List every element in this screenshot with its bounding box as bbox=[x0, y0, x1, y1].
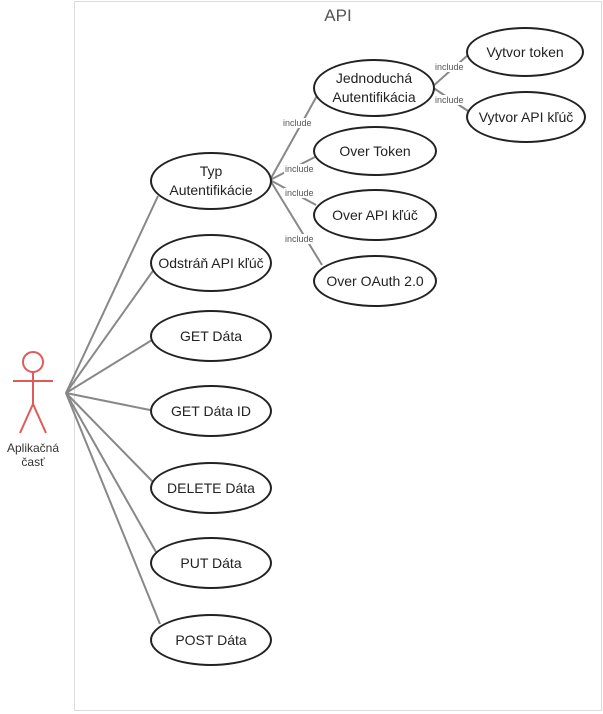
association-put-data bbox=[65, 392, 157, 553]
include-label: include bbox=[434, 62, 465, 72]
use-case-put-data[interactable]: PUT Dáta bbox=[150, 537, 272, 589]
use-case-get-data-id[interactable]: GET Dáta ID bbox=[150, 385, 272, 437]
use-case-odstran-api-kluc[interactable]: Odstráň API kľúč bbox=[150, 234, 272, 292]
use-case-over-api-kluc[interactable]: Over API kľúč bbox=[313, 189, 437, 241]
use-case-label: POST Dáta bbox=[175, 631, 247, 648]
use-case-label: Vytvor token bbox=[486, 43, 564, 60]
use-case-label: Jednoduchá Autentifikácia bbox=[332, 70, 416, 105]
use-case-delete-data[interactable]: DELETE Dáta bbox=[150, 462, 272, 514]
use-case-vytvor-token[interactable]: Vytvor token bbox=[466, 27, 584, 77]
include-label: include bbox=[434, 95, 465, 105]
include-line-jednoducha bbox=[269, 93, 319, 181]
use-case-over-oauth[interactable]: Over OAuth 2.0 bbox=[313, 255, 437, 307]
association-get-data bbox=[65, 339, 153, 394]
actor-figure bbox=[13, 351, 53, 434]
association-typ-autentifikacie bbox=[65, 195, 159, 394]
use-case-label: GET Dáta bbox=[180, 327, 242, 344]
use-case-label: GET Dáta ID bbox=[171, 402, 251, 419]
use-case-get-data[interactable]: GET Dáta bbox=[150, 310, 272, 362]
use-case-label: DELETE Dáta bbox=[167, 479, 255, 496]
actor-label: Aplikačná časť bbox=[6, 441, 60, 469]
use-case-vytvor-api-kluc[interactable]: Vytvor API kľúč bbox=[466, 91, 586, 143]
use-case-jednoducha-autentifikacia[interactable]: Jednoduchá Autentifikácia bbox=[313, 59, 435, 117]
association-get-data-id bbox=[65, 392, 151, 411]
use-case-label: PUT Dáta bbox=[180, 554, 242, 571]
use-case-label: Vytvor API kľúč bbox=[478, 108, 574, 125]
use-case-post-data[interactable]: POST Dáta bbox=[150, 614, 272, 666]
use-case-label: Typ Autentifikácie bbox=[169, 163, 253, 198]
association-post-data bbox=[65, 392, 161, 625]
include-line-over-oauth bbox=[269, 179, 323, 266]
use-case-label: Over OAuth 2.0 bbox=[326, 272, 424, 289]
use-case-over-token[interactable]: Over Token bbox=[313, 126, 437, 176]
use-case-label: Odstráň API kľúč bbox=[158, 254, 264, 271]
include-label: include bbox=[282, 118, 313, 128]
use-case-label: Over Token bbox=[339, 142, 411, 159]
include-label: include bbox=[284, 188, 315, 198]
use-case-label: Over API kľúč bbox=[332, 206, 418, 223]
include-label: include bbox=[284, 234, 315, 244]
association-odstran-api-kluc bbox=[65, 267, 156, 394]
include-label: include bbox=[284, 164, 315, 174]
system-title: API bbox=[324, 6, 352, 25]
association-delete-data bbox=[65, 392, 154, 483]
use-case-typ-autentifikacie[interactable]: Typ Autentifikácie bbox=[150, 152, 272, 210]
